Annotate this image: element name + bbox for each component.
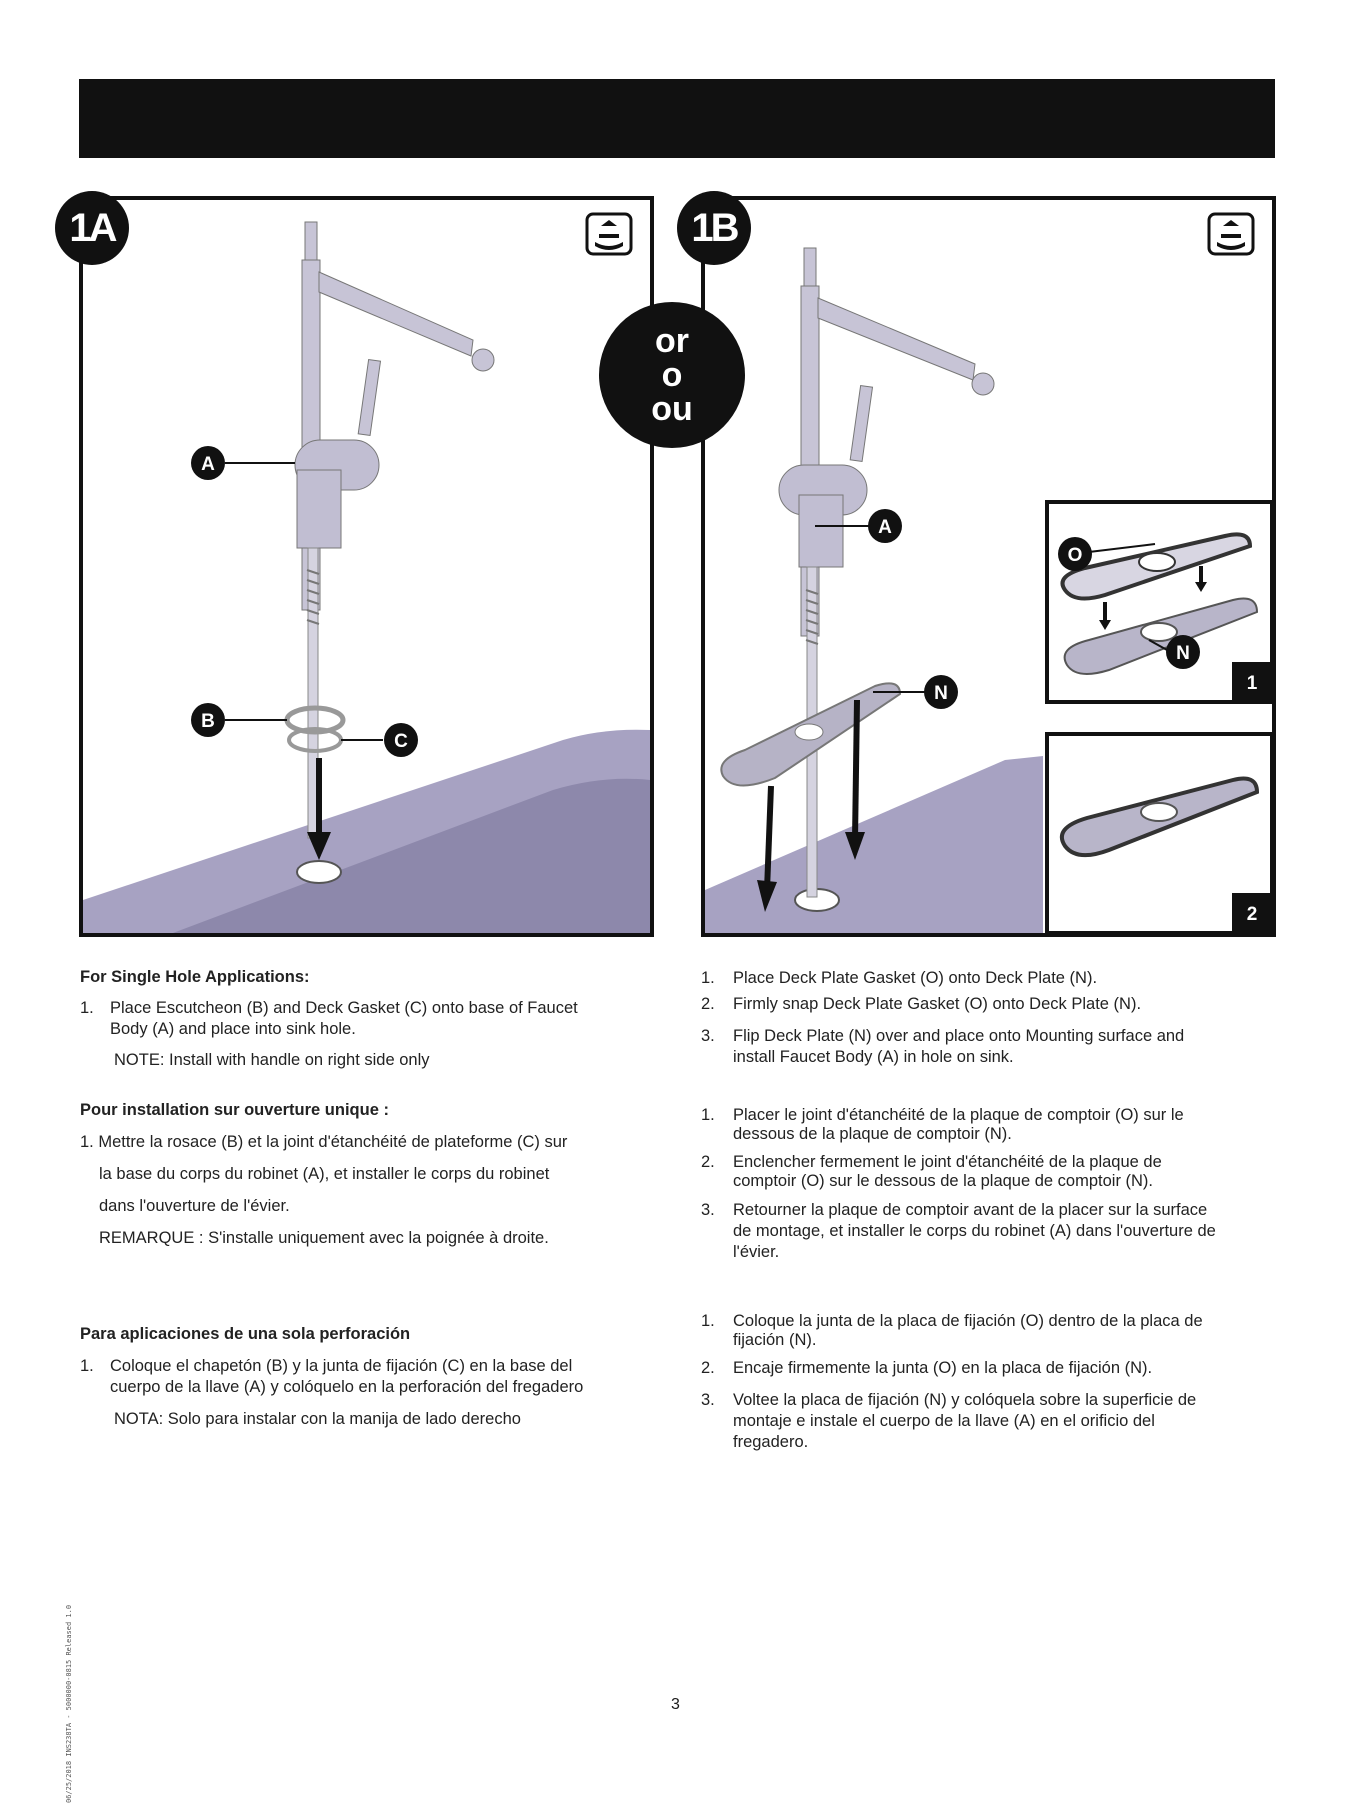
fr-step-1-line-3: dans l'ouverture de l'évier.: [99, 1197, 290, 1215]
es-step-1-line-2: cuerpo de la llave (A) y colóquelo en la…: [110, 1378, 584, 1396]
fr-deck-step-3-line-2: de montage, et installer le corps du rob…: [733, 1222, 1216, 1240]
or-badge-line-2: o: [661, 356, 683, 394]
header-bar: [79, 79, 1275, 158]
panel-1b: A N O N 1 2: [701, 196, 1276, 937]
fr-step-1-line-2: la base du corps du robinet (A), et inst…: [99, 1165, 550, 1183]
en-deck-step-1-line-1: Place Deck Plate Gasket (O) onto Deck Pl…: [733, 969, 1098, 987]
es-step-1-line-1: Coloque el chapetón (B) y la junta de fi…: [110, 1357, 573, 1375]
inset-1: O N 1: [1045, 500, 1272, 704]
en-step-1-line-1: Place Escutcheon (B) and Deck Gasket (C)…: [110, 999, 578, 1017]
es-deck-step-2-number: 2.: [701, 1359, 715, 1377]
sink-hole: [296, 860, 342, 884]
or-badge-line-3: ou: [651, 390, 693, 428]
callout-a: A: [878, 517, 892, 538]
es-deck-step-3-number: 3.: [701, 1391, 715, 1409]
fr-deck-step-3-line-1: Retourner la plaque de comptoir avant de…: [733, 1201, 1208, 1219]
en-step-1-number: 1.: [80, 999, 94, 1017]
fr-deck-step-3-number: 3.: [701, 1201, 715, 1219]
es-deck-step-1-line-1: Coloque la junta de la placa de fijación…: [733, 1312, 1203, 1330]
en-deck-step-2-line-1: Firmly snap Deck Plate Gasket (O) onto D…: [733, 995, 1142, 1013]
callout-a-circle: [191, 446, 225, 480]
en-deck-step-2-number: 2.: [701, 995, 715, 1013]
sink-inner: [173, 778, 650, 933]
en-note: NOTE: Install with handle on right side …: [114, 1051, 430, 1069]
es-deck-step-2-line-1: Encaje firmemente la junta (O) en la pla…: [733, 1359, 1153, 1377]
sink-basin: [705, 756, 1043, 933]
fr-heading: Pour installation sur ouverture unique :: [80, 1101, 389, 1119]
callout-b-circle: [191, 703, 225, 737]
faucet-illustration-1a: A B C: [83, 212, 650, 933]
es-deck-step-1-line-2: fijación (N).: [733, 1331, 817, 1349]
callout-n-inset: N: [1176, 643, 1190, 664]
document-code: 06/25/2018 INS238TA - 5000000-0815 Relea…: [65, 1604, 74, 1803]
callout-a: A: [201, 454, 215, 475]
callout-c: C: [394, 731, 408, 752]
es-deck-step-1-number: 1.: [701, 1312, 715, 1330]
callout-c-circle: [384, 723, 418, 757]
fr-deck-step-3-line-3: l'évier.: [733, 1243, 780, 1261]
es-step-1-number: 1.: [80, 1357, 94, 1375]
callout-n: N: [934, 683, 948, 704]
callout-b: B: [201, 711, 215, 732]
step-badge-1a: 1A: [55, 191, 129, 265]
page-number: 3: [671, 1696, 680, 1713]
en-deck-step-3-line-2: install Faucet Body (A) in hole on sink.: [733, 1048, 1014, 1066]
panel-1a: A B C: [79, 196, 654, 937]
step-badge-1b: 1B: [677, 191, 751, 265]
fr-deck-step-2-line-2: comptoir (O) sur le dessous de la plaque…: [733, 1172, 1154, 1190]
en-step-1-line-2: Body (A) and place into sink hole.: [110, 1020, 356, 1038]
en-deck-step-1-number: 1.: [701, 969, 715, 987]
es-deck-step-3-line-1: Voltee la placa de fijación (N) y colóqu…: [733, 1391, 1197, 1409]
faucet-illustration-1b: A N O N 1 2: [705, 212, 1272, 933]
es-deck-step-3-line-3: fregadero.: [733, 1433, 809, 1451]
fr-deck-step-1-number: 1.: [701, 1106, 715, 1124]
en-deck-step-3-number: 3.: [701, 1027, 715, 1045]
en-heading: For Single Hole Applications:: [80, 968, 310, 986]
fr-deck-step-2-line-1: Enclencher fermement le joint d'étanchéi…: [733, 1153, 1162, 1171]
es-deck-step-3-line-2: montaje e instale el cuerpo de la llave …: [733, 1412, 1155, 1430]
inset-2: 2: [1045, 732, 1272, 933]
inset-2-label: 2: [1247, 904, 1258, 925]
callout-o: O: [1068, 545, 1083, 566]
fr-note: REMARQUE : S'installe uniquement avec la…: [99, 1229, 549, 1247]
sink-icon: [1207, 212, 1255, 256]
fr-deck-step-2-number: 2.: [701, 1153, 715, 1171]
en-deck-step-3-line-1: Flip Deck Plate (N) over and place onto …: [733, 1027, 1185, 1045]
inset-1-label: 1: [1247, 673, 1258, 694]
fr-step-1-line-1: 1. Mettre la rosace (B) et la joint d'ét…: [80, 1133, 568, 1151]
or-badge-line-1: or: [655, 322, 689, 360]
fr-deck-step-1-line-1: Placer le joint d'étanchéité de la plaqu…: [733, 1106, 1184, 1124]
es-heading: Para aplicaciones de una sola perforació…: [80, 1325, 411, 1343]
es-note: NOTA: Solo para instalar con la manija d…: [114, 1410, 521, 1428]
or-badge: or o ou: [599, 302, 745, 448]
sink-icon: [585, 212, 633, 256]
fr-deck-step-1-line-2: dessous de la plaque de comptoir (N).: [733, 1125, 1012, 1143]
